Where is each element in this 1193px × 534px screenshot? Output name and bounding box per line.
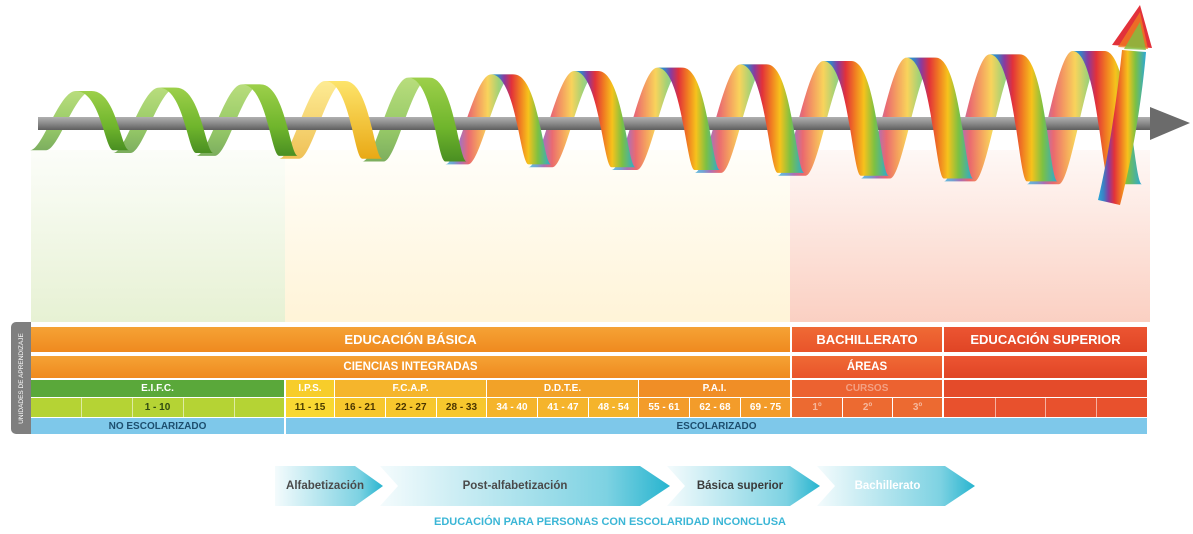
stage-label-bachillerato: Bachillerato — [854, 480, 921, 492]
ribbon-front-segment — [75, 91, 130, 151]
ribbon-front-segment — [324, 81, 383, 159]
ribbon-front-layer — [75, 50, 1146, 205]
subheader-superior-blank — [944, 356, 1147, 378]
side-label-text: UNIDADES DE APRENDIZAJE — [17, 332, 25, 424]
stage-arrows — [275, 466, 975, 506]
cell-divider — [1045, 398, 1046, 417]
glow-green — [31, 150, 285, 322]
footer-caption: EDUCACIÓN PARA PERSONAS CON ESCOLARIDAD … — [433, 516, 787, 528]
units-62-68: 62 - 68 — [690, 398, 740, 417]
ribbon-front-segment — [241, 84, 298, 156]
units-48-54: 48 - 54 — [589, 398, 638, 417]
ribbon-front-segment — [906, 57, 974, 179]
ribbon-front-segment — [158, 87, 214, 154]
module-pai: P.A.I. — [639, 380, 790, 397]
cell-divider — [995, 398, 996, 417]
units-55-61: 55 - 61 — [639, 398, 689, 417]
module-ddte: D.D.T.E. — [487, 380, 638, 397]
units-69-75: 69 - 75 — [741, 398, 790, 417]
subheader-areas: ÁREAS — [792, 356, 942, 378]
stage-arrow-basica-superior — [667, 466, 820, 506]
curso-3: 3º — [893, 398, 942, 417]
units-34-40: 34 - 40 — [487, 398, 537, 417]
units-1-10: 1 - 10 — [31, 398, 284, 417]
module-eifc: E.I.F.C. — [31, 380, 284, 397]
stage-arrow-post-alfabetizacion — [380, 466, 670, 506]
up-arrow-head — [1112, 5, 1152, 50]
units-22-27: 22 - 27 — [386, 398, 436, 417]
ribbon-front-segment — [989, 54, 1058, 182]
stage-label-basica-superior: Básica superior — [696, 480, 784, 492]
cell-divider — [1096, 398, 1097, 417]
header-bachillerato: BACHILLERATO — [792, 327, 942, 352]
module-superior-blank — [944, 380, 1147, 397]
header-educacion-basica: EDUCACIÓN BÁSICA — [31, 327, 790, 352]
curso-2: 2º — [843, 398, 892, 417]
curso-1: 1º — [792, 398, 842, 417]
module-ips: I.P.S. — [286, 380, 334, 397]
module-cursos: CURSOS — [792, 380, 942, 397]
glow-yellow — [285, 150, 790, 322]
cell-divider — [81, 398, 82, 417]
cell-divider — [132, 398, 133, 417]
no-escolarizado-bar: NO ESCOLARIZADO — [31, 418, 284, 434]
stage-arrow-bachillerato — [817, 466, 975, 506]
axis-arrow — [38, 107, 1190, 140]
ribbon-front-segment — [574, 71, 636, 168]
stage-label-alfabetizacion: Alfabetización — [286, 480, 364, 492]
module-fcap: F.C.A.P. — [335, 380, 486, 397]
ribbon-front-segment — [657, 67, 720, 171]
cell-divider — [183, 398, 184, 417]
ribbon-front-segment — [823, 61, 889, 176]
side-label: UNIDADES DE APRENDIZAJE — [11, 322, 31, 434]
header-educacion-superior: EDUCACIÓN SUPERIOR — [944, 327, 1147, 352]
cell-divider — [234, 398, 235, 417]
spiral-arrow-graphic — [30, 5, 1190, 205]
ribbon-front-segment — [491, 74, 552, 165]
units-11-15: 11 - 15 — [286, 398, 334, 417]
units-41-47: 41 - 47 — [538, 398, 588, 417]
units-16-21: 16 - 21 — [335, 398, 385, 417]
escolarizado-bar: ESCOLARIZADO — [286, 418, 1147, 434]
stage-label-post-alfabetizacion: Post-alfabetización — [462, 480, 568, 492]
ribbon-front-segment — [408, 77, 467, 162]
subheader-ciencias-integradas: CIENCIAS INTEGRADAS — [31, 356, 790, 378]
ribbon-front-segment — [740, 64, 805, 173]
stage-arrow-alfabetizacion — [275, 466, 383, 506]
ribbon-rising-tail — [1098, 50, 1146, 205]
units-28-33: 28 - 33 — [437, 398, 486, 417]
